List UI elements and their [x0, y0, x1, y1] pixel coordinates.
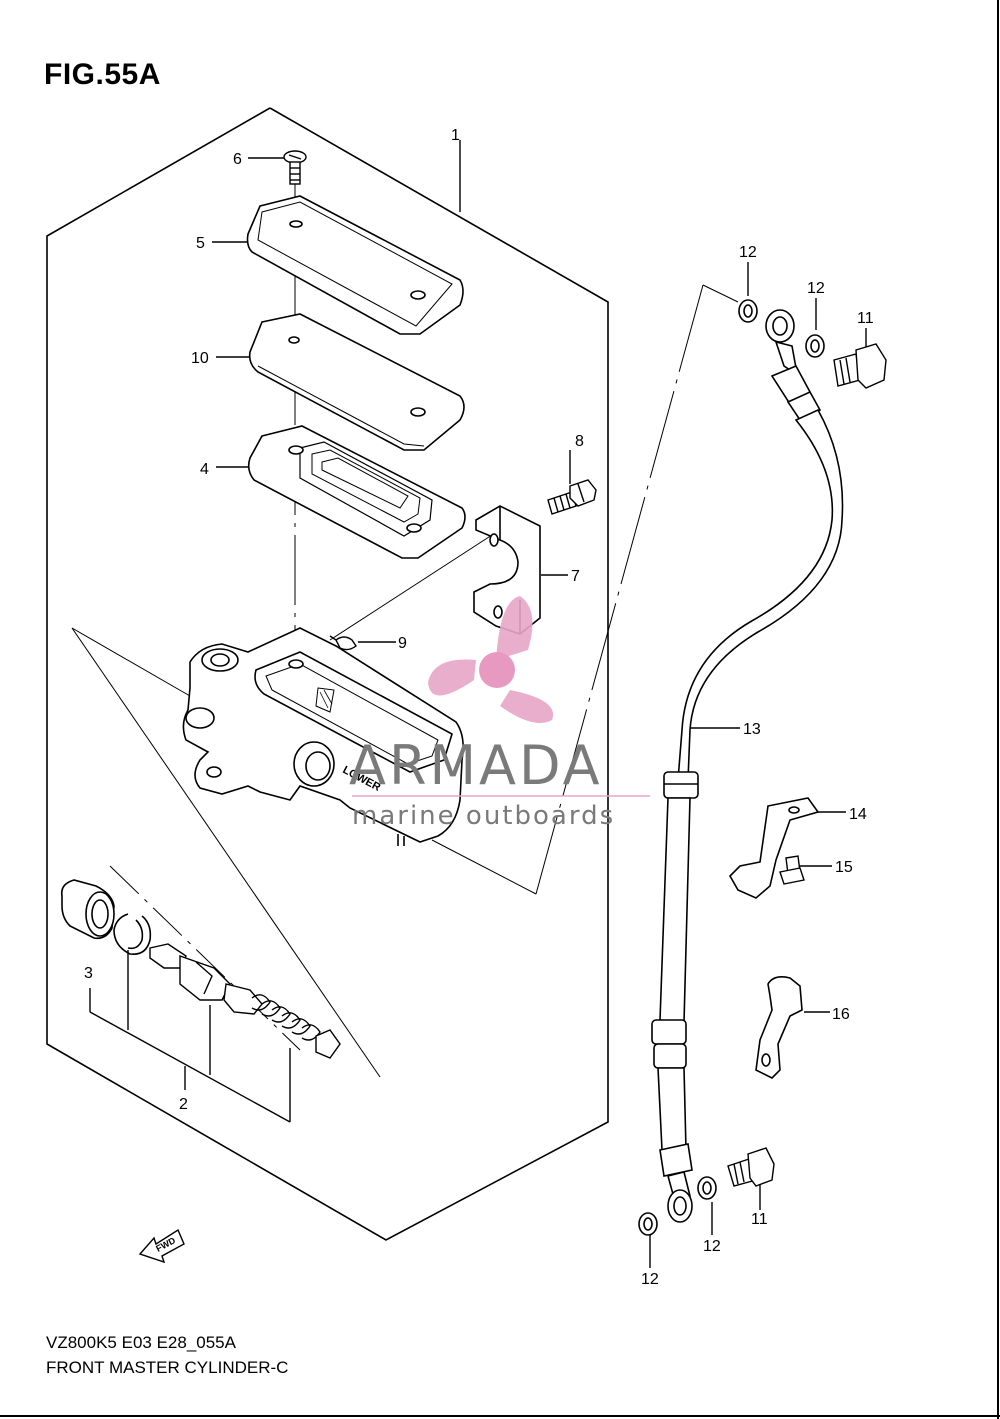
- callout-9: 9: [398, 635, 407, 652]
- bracket-16-icon: [755, 976, 803, 1079]
- callout-6: 6: [233, 151, 242, 168]
- bolt-15-icon: [779, 855, 805, 885]
- callout-12-top-right: 12: [807, 280, 825, 297]
- callout-8: 8: [575, 433, 584, 450]
- callout-13: 13: [743, 721, 761, 738]
- callout-12-bottom-left: 12: [641, 1271, 659, 1288]
- boot-3-icon: [60, 879, 115, 940]
- diagram-name: FRONT MASTER CYLINDER-C: [46, 1358, 289, 1377]
- callout-1: 1: [451, 127, 460, 144]
- bracket-14-icon: [729, 797, 820, 899]
- piston-spring-icon: [149, 943, 341, 1059]
- watermark-logo-icon: [428, 596, 554, 723]
- banjo-bolt-11-icon: [727, 343, 887, 1187]
- callout-3: 3: [84, 965, 93, 982]
- circlip-icon: [113, 913, 152, 956]
- diaphragm-plate-10-icon: [248, 313, 465, 451]
- callout-16: 16: [832, 1006, 850, 1023]
- assembly-frame: [46, 107, 609, 1241]
- model-code: VZ800K5 E03 E28_055A: [46, 1333, 236, 1352]
- callout-11-top: 11: [857, 310, 874, 327]
- clip-9-icon: [329, 635, 357, 651]
- bolt-8-icon: [547, 479, 597, 515]
- callout-2: 2: [179, 1096, 188, 1113]
- frame-border-bottom: [0, 1415, 1000, 1417]
- callout-14: 14: [849, 806, 867, 823]
- callout-7: 7: [571, 568, 580, 585]
- screw-6-icon: [283, 150, 307, 185]
- callout-10: 10: [191, 350, 209, 367]
- diaphragm-4-icon: [247, 425, 466, 559]
- callout-12-top-left: 12: [739, 244, 757, 261]
- callout-4: 4: [200, 461, 209, 478]
- callout-11-bottom: 11: [751, 1211, 768, 1228]
- callout-5: 5: [196, 235, 205, 252]
- reservoir-cap-5-icon: [246, 195, 464, 335]
- brake-hose-13-icon: [638, 299, 844, 1236]
- watermark-brand: ARMADA: [349, 734, 603, 797]
- frame-border-right: [997, 0, 999, 1419]
- callout-12-bottom-right: 12: [703, 1238, 721, 1255]
- figure-title: FIG.55A: [44, 58, 161, 91]
- callout-15: 15: [835, 859, 853, 876]
- forward-arrow-icon: [138, 1228, 185, 1264]
- watermark-tagline: marine outboards: [352, 801, 615, 831]
- master-cylinder-body-icon: [182, 627, 464, 846]
